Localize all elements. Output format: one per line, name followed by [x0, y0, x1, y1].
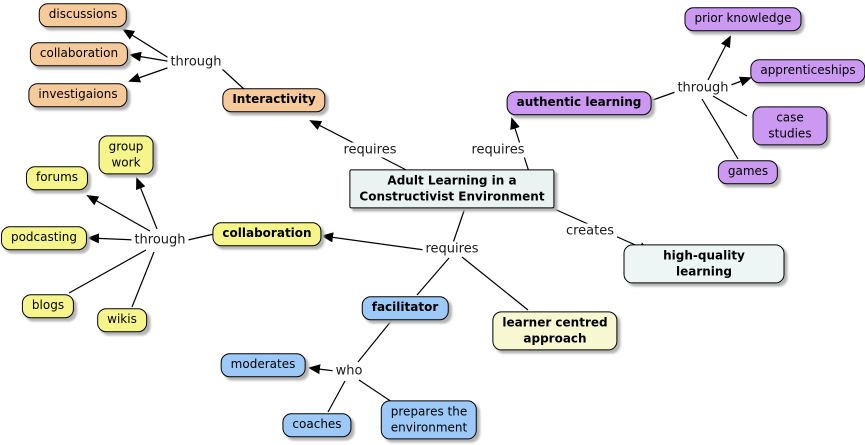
- edge-through-to-forums: [86, 195, 151, 232]
- edge-through-to-case-studies: [712, 95, 748, 117]
- concept-node-collaboration-yellow[interactable]: collaboration: [212, 222, 322, 246]
- concept-node-podcasting[interactable]: podcasting: [0, 226, 88, 250]
- edge-who-to-moderates: [308, 364, 336, 375]
- linking-phrase-through-authentic[interactable]: through: [674, 80, 732, 96]
- concept-node-collaboration-orange[interactable]: collaboration: [29, 42, 129, 66]
- linking-phrase-requires-interactivity[interactable]: requires: [340, 142, 400, 158]
- concept-node-prepares-the-environment[interactable]: prepares the environment: [380, 400, 478, 440]
- concept-node-discussions[interactable]: discussions: [38, 3, 128, 27]
- concept-node-blogs[interactable]: blogs: [21, 294, 75, 318]
- edge-interactivity-to-through: [220, 67, 246, 91]
- linking-phrase-requires-authentic[interactable]: requires: [468, 142, 528, 158]
- concept-node-high-quality-learning[interactable]: high-quality learning: [623, 244, 785, 284]
- edge-who-to-prepares: [358, 379, 393, 403]
- edge-requires-to-facilitator: [416, 257, 450, 296]
- concept-node-authentic-learning[interactable]: authentic learning: [506, 91, 652, 115]
- linking-phrase-who[interactable]: who: [332, 363, 366, 379]
- edge-who-to-coaches: [327, 380, 346, 413]
- linking-phrase-creates[interactable]: creates: [562, 223, 618, 239]
- concept-node-apprenticeships[interactable]: apprenticeships: [750, 59, 865, 83]
- edge-through-to-wikis: [131, 251, 155, 308]
- edge-requires-to-learner-centred: [461, 256, 529, 311]
- linking-phrase-through-collaboration[interactable]: through: [131, 232, 189, 248]
- concept-node-interactivity[interactable]: Interactivity: [222, 88, 326, 112]
- edge-facilitator-to-who: [357, 319, 393, 363]
- concept-node-case-studies[interactable]: case studies: [752, 106, 828, 146]
- concept-node-group-work[interactable]: group work: [98, 135, 154, 175]
- edge-through-to-blogs: [68, 249, 147, 294]
- concept-node-learner-centred-approach[interactable]: learner centred approach: [492, 311, 618, 351]
- concept-node-wikis[interactable]: wikis: [97, 308, 147, 332]
- concept-node-games[interactable]: games: [717, 160, 779, 184]
- edge-through-to-group-work: [136, 177, 158, 230]
- concept-node-coaches[interactable]: coaches: [282, 413, 352, 437]
- edge-requires-to-collaboration-yellow: [321, 232, 433, 252]
- linking-phrase-through-interactivity[interactable]: through: [167, 54, 225, 70]
- concept-node-facilitator[interactable]: facilitator: [361, 296, 449, 320]
- concept-node-prior-knowledge[interactable]: prior knowledge: [684, 7, 802, 31]
- edge-central-to-requires-label: [452, 204, 467, 244]
- edge-through-to-investigaions: [128, 65, 174, 83]
- concept-node-forums[interactable]: forums: [25, 166, 89, 190]
- concept-node-moderates[interactable]: moderates: [220, 353, 306, 377]
- edge-through-to-collaboration-orange: [129, 51, 174, 63]
- edge-through-to-discussions: [122, 28, 173, 61]
- concept-node-investigaions[interactable]: investigaions: [28, 83, 128, 107]
- edge-collaboration-to-through: [187, 233, 215, 241]
- edge-through-to-games: [701, 98, 739, 160]
- edge-through-to-podcasting: [87, 233, 137, 244]
- edge-through-to-prior-knowledge: [707, 35, 731, 81]
- linking-phrase-requires-bottom[interactable]: requires: [422, 241, 482, 257]
- edge-through-to-apprenticeships: [727, 76, 752, 87]
- concept-node-central[interactable]: Adult Learning in a Constructivist Envir…: [349, 169, 555, 209]
